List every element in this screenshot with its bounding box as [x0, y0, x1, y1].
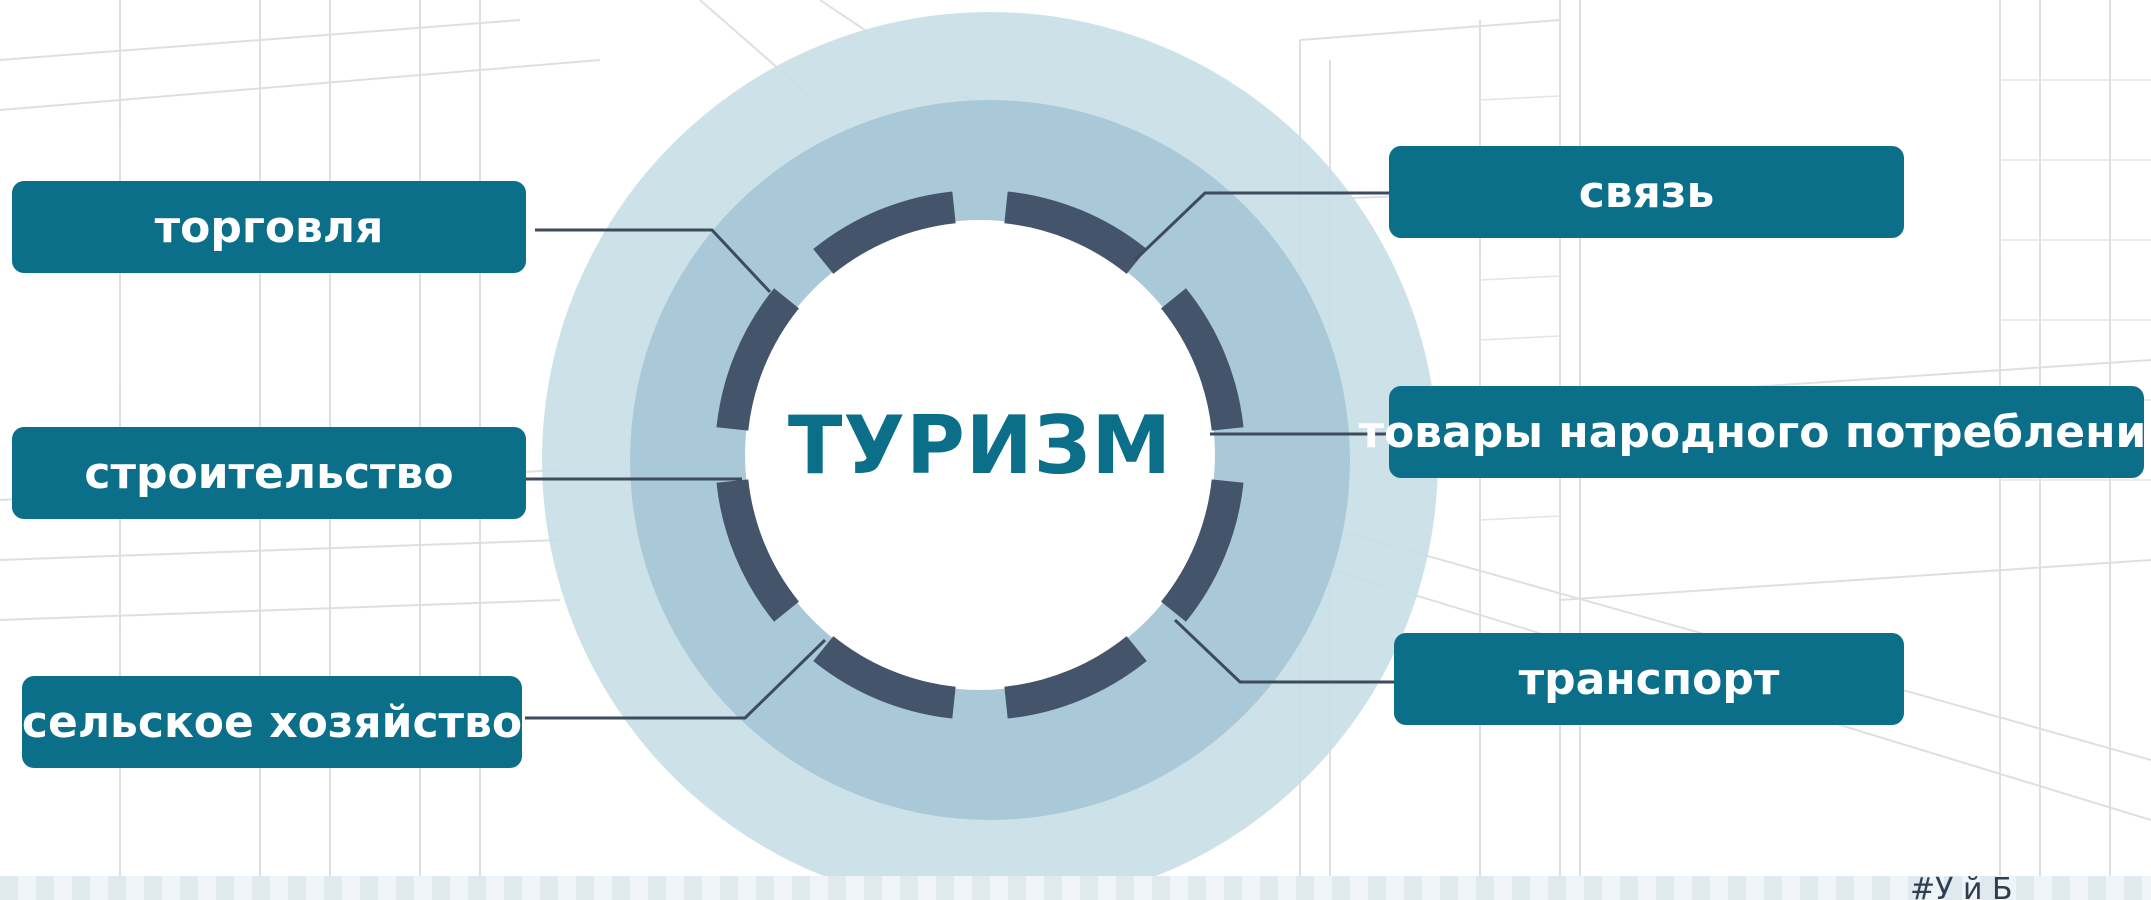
- ring-segment: [1161, 479, 1244, 622]
- label-consumer-goods: товары народного потребления: [1358, 386, 2151, 478]
- center-title: ТУРИЗМ: [787, 398, 1173, 492]
- label-construction: строительство: [12, 427, 526, 519]
- ring-segment: [1004, 636, 1147, 719]
- ring-segments: [716, 191, 1244, 719]
- footer-hashtag: #У й Б: [1910, 872, 2013, 900]
- ring-segment: [716, 288, 799, 431]
- label-trade: торговля: [12, 181, 526, 273]
- connector-communication: [1133, 191, 1390, 262]
- center-disc: [745, 220, 1215, 690]
- connector-transport: [1173, 618, 1395, 684]
- ring-segment: [1004, 191, 1147, 274]
- connector-trade: [535, 228, 772, 294]
- connector-agriculture: [525, 638, 827, 720]
- footer-ornament: [0, 876, 2151, 900]
- label-agriculture: сельское хозяйство: [22, 676, 522, 768]
- label-communication: связь: [1389, 146, 1904, 238]
- ring-segment: [1161, 288, 1244, 431]
- ring-segment: [813, 636, 956, 719]
- ring-segment: [716, 479, 799, 622]
- ring-segment: [813, 191, 956, 274]
- label-transport: транспорт: [1394, 633, 1904, 725]
